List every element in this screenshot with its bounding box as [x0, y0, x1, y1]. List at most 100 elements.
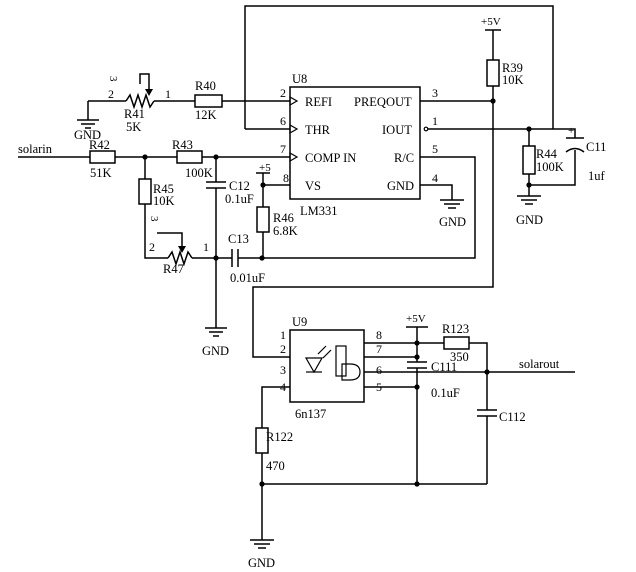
- junction-gnd-r44: [526, 182, 532, 188]
- gnd-r41: GND: [74, 119, 101, 142]
- u9-pin-num-8: 8: [376, 328, 382, 342]
- r39-value: 10K: [502, 73, 524, 87]
- c11-ref: C11: [586, 140, 606, 154]
- c111: C111 0.1uF: [407, 360, 460, 400]
- wire-u9-r122: [261, 386, 290, 428]
- r45-value: 10K: [153, 194, 175, 208]
- gnd-u9-label: GND: [248, 556, 275, 570]
- r40: R40 12K: [194, 79, 223, 122]
- wire-iout: [428, 128, 576, 138]
- c111-ref: C111: [431, 360, 457, 374]
- r122-value: 470: [266, 459, 285, 473]
- r46: R46 6.8K: [256, 206, 298, 238]
- u9-pin-num-6: 6: [376, 363, 382, 377]
- c13-ref: C13: [228, 232, 249, 246]
- r47-wiper-arrow: [178, 246, 186, 253]
- r41-pin3: 3: [107, 76, 119, 82]
- u8-pin-num-6: 6: [280, 114, 286, 128]
- r47-pot: 3 2 1 R47: [148, 216, 209, 276]
- wire-r123-c112: [469, 342, 488, 410]
- u9-pin-num-1: 1: [280, 328, 286, 342]
- gnd-u9: GND: [248, 539, 275, 570]
- u8-pin-preqout: PREQOUT: [354, 95, 412, 109]
- u9-body: [289, 329, 365, 403]
- r122: R122 470: [255, 427, 293, 473]
- r40-ref: R40: [195, 79, 216, 93]
- u8-pin-thr: THR: [305, 123, 331, 137]
- r41-pin1: 1: [165, 87, 171, 101]
- r41-pot: 3 2 1 R41 5K: [107, 73, 171, 134]
- u8-pin-gnd: GND: [387, 179, 414, 193]
- r43-body: [176, 150, 203, 164]
- r41-ref: R41: [124, 107, 145, 121]
- c12-value: 0.1uF: [225, 192, 254, 206]
- vcc-vs-label: +5: [259, 162, 271, 174]
- u8-pin2-marker: [289, 95, 299, 107]
- r47-wiper: [157, 232, 183, 246]
- vcc-top: +5V: [481, 16, 501, 60]
- r47-pin3: 3: [148, 216, 160, 222]
- c13-value: 0.01uF: [230, 271, 265, 285]
- r47-pin1: 1: [203, 240, 209, 254]
- wire-c11-gnd: [529, 150, 576, 186]
- c11-value: 1uf: [588, 169, 606, 183]
- junction-solarout: [484, 369, 490, 375]
- r42: R42 51K: [89, 138, 116, 180]
- r39: R39 10K: [486, 59, 524, 87]
- r42-value: 51K: [90, 166, 112, 180]
- u9-led-ray1: [317, 345, 327, 355]
- c111-value: 0.1uF: [431, 386, 460, 400]
- gnd-r44-label: GND: [516, 213, 543, 227]
- r123-ref: R123: [442, 322, 469, 336]
- r46-ref: R46: [273, 211, 294, 225]
- u9-led-icon: [304, 357, 324, 374]
- gnd-c12-label: GND: [202, 344, 229, 358]
- wire-r45-r47: [144, 204, 168, 259]
- junction-pin7: [414, 354, 420, 360]
- u8-pin-num-1: 1: [432, 114, 438, 128]
- r123-body: [443, 336, 470, 350]
- gnd-u8-label: GND: [439, 215, 466, 229]
- r39-ref: R39: [502, 61, 523, 75]
- u9-6n137: U9 6n137 1 2 3 4 8 7 6 5: [280, 315, 382, 421]
- r44-value: 100K: [536, 160, 564, 174]
- c11-polarity: +: [568, 125, 574, 137]
- r44-ref: R44: [536, 147, 558, 161]
- c12-ref: C12: [229, 179, 250, 193]
- u8-pin7-marker: [289, 151, 299, 163]
- wire-preqout-to-u9: [252, 101, 494, 358]
- u8-lm331: U8 LM331 REFI THR COMP IN VS PREQOUT IOU…: [280, 72, 438, 218]
- r47-ref: R47: [163, 262, 184, 276]
- u8-pin-num-7: 7: [280, 142, 286, 156]
- u8-pin-iout: IOUT: [382, 123, 412, 137]
- r40-value: 12K: [195, 108, 217, 122]
- r44: R44 100K: [522, 145, 564, 175]
- u9-nand-gate-icon: [341, 363, 361, 381]
- u8-pin-num-2: 2: [280, 86, 286, 100]
- r45-body: [138, 178, 152, 205]
- r41-body: [125, 92, 155, 110]
- vcc-u9-label: +5V: [406, 313, 426, 325]
- u9-pin-num-2: 2: [280, 342, 286, 356]
- u8-ref: U8: [292, 72, 307, 86]
- c112-ref: C112: [499, 410, 526, 424]
- r41-pin2: 2: [108, 87, 114, 101]
- r122-ref: R122: [266, 430, 293, 444]
- junction-pin8: [414, 340, 420, 346]
- r46-body: [256, 206, 270, 233]
- r46-value: 6.8K: [273, 224, 298, 238]
- r41-wiper-arrow: [145, 89, 153, 96]
- u8-pin-num-8: 8: [283, 171, 289, 185]
- junction-r46-bottom: [259, 255, 265, 261]
- r43-ref: R43: [172, 138, 193, 152]
- u8-pin-compin: COMP IN: [305, 151, 356, 165]
- u8-pin-num-3: 3: [432, 86, 438, 100]
- gnd-r41-label: GND: [74, 128, 101, 142]
- u8-iout-dot: [423, 126, 429, 132]
- r42-body: [89, 150, 116, 164]
- u8-pin-vs: VS: [305, 179, 321, 193]
- u9-led-ray2: [322, 349, 332, 359]
- u8-body: [289, 86, 421, 200]
